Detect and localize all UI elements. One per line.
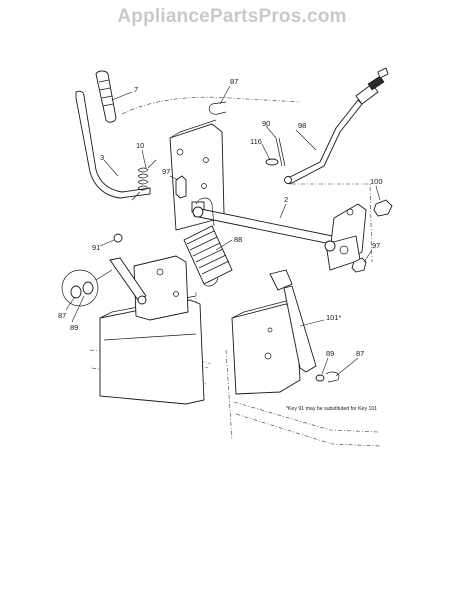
callout-88: 88 (234, 235, 242, 244)
callout-89-right: 89 (326, 349, 334, 358)
lift-rod (284, 67, 389, 185)
callout-101: 101* (326, 313, 342, 322)
detail-circle (61, 269, 113, 307)
callout-3: 3 (100, 153, 104, 162)
callout-87-top: 87 (230, 77, 238, 86)
callout-116: 116 (250, 137, 262, 146)
watermark: AppliancePartsPros.com (117, 6, 347, 27)
lift-handle (75, 70, 151, 199)
right-mount-bracket (231, 299, 301, 395)
callout-97-right: 97 (372, 241, 380, 250)
callout-87-right: 87 (356, 349, 364, 358)
callout-97-left: 97 (162, 167, 170, 176)
left-mount-bracket (99, 255, 205, 405)
leader-lines (65, 85, 381, 377)
footnote: *Key 91 may be substituted for Key 101 (286, 406, 377, 412)
callout-10: 10 (136, 141, 144, 150)
callout-7: 7 (134, 85, 138, 94)
extension-spring (183, 197, 233, 287)
callout-90: 90 (262, 119, 270, 128)
callout-2: 2 (284, 195, 288, 204)
hardware (109, 101, 393, 383)
callout-87-left: 87 (58, 311, 66, 320)
callout-91: 91 (92, 243, 100, 252)
torsion-spring (131, 159, 157, 201)
callout-labels: 7 87 3 10 97 90 116 98 2 100 91 88 97 87… (58, 77, 383, 358)
callout-89-left: 89 (70, 323, 78, 332)
callout-100: 100 (370, 177, 383, 186)
right-lift-bracket (324, 203, 367, 271)
callout-98: 98 (298, 121, 306, 130)
